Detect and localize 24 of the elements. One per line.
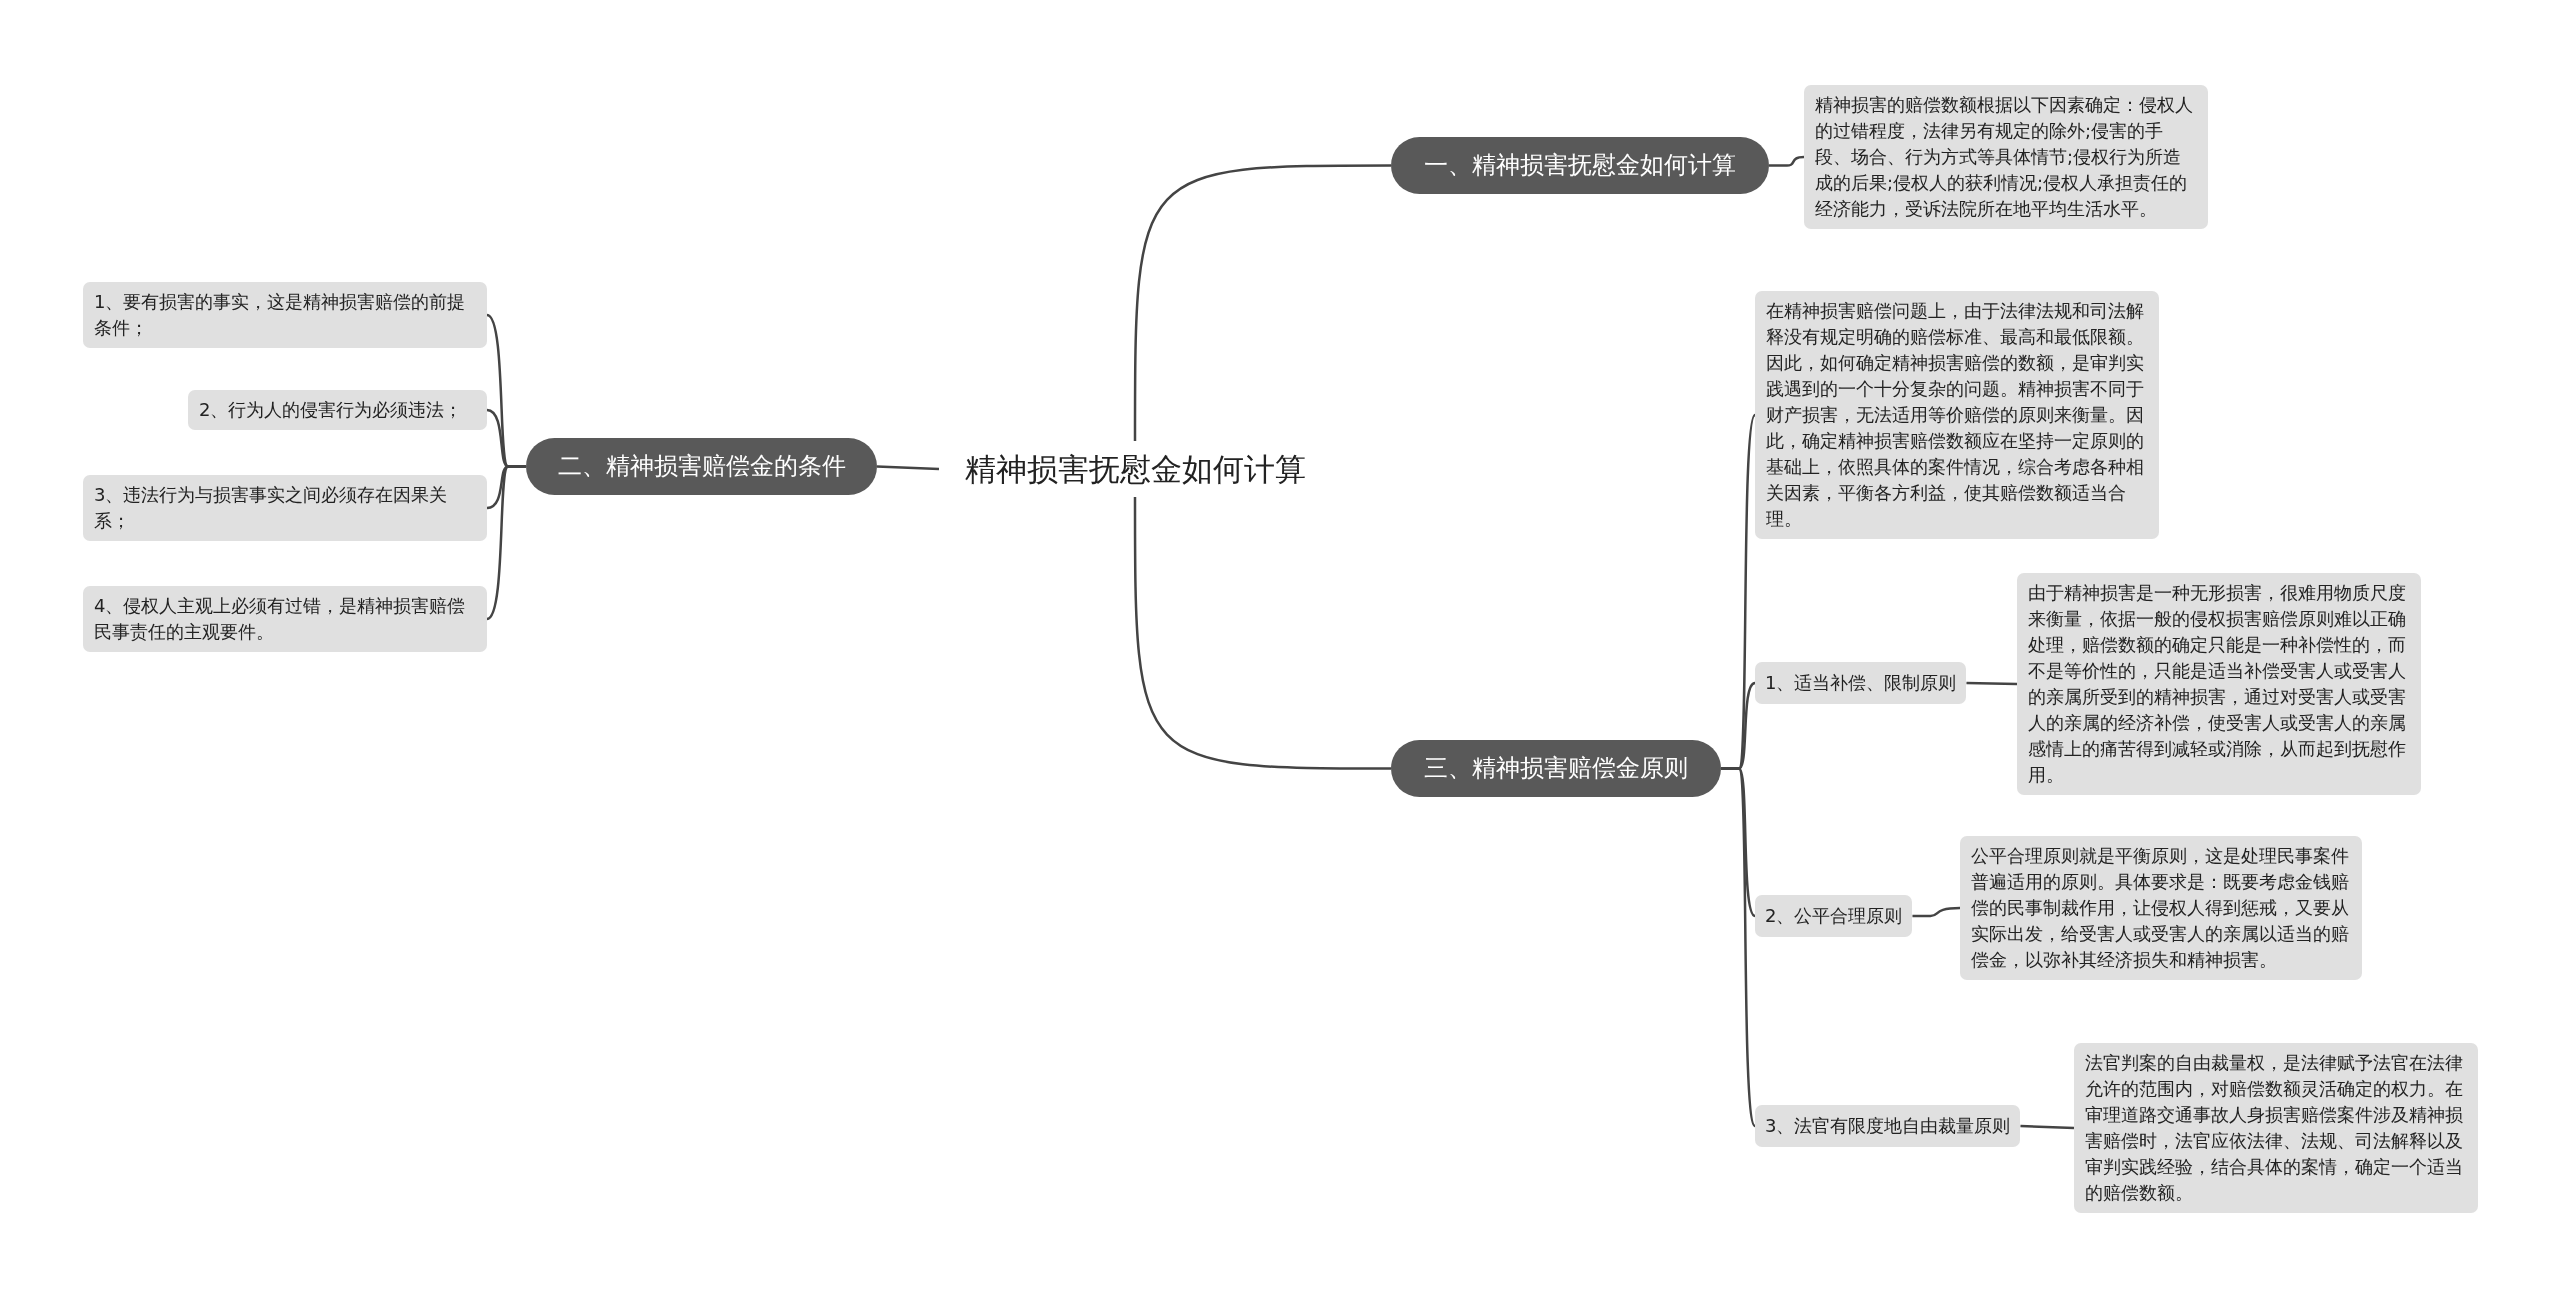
text-box: 公平合理原则就是平衡原则，这是处理民事案件普遍适用的原则。具体要求是：既要考虑金钱赔偿的民事制裁作用，让侵权人得到惩戒，又要从实际出发，给受害人或受害人的亲属以适当的赔偿金，以弥补其经济损失和精神损害。 [1960, 836, 2362, 980]
connector-line [486, 465, 526, 620]
text-box: 4、侵权人主观上必须有过错，是精神损害赔偿民事责任的主观要件。 [83, 586, 487, 652]
connector-line [1133, 164, 1391, 441]
connector-line [1133, 497, 1391, 770]
text-box: 精神损害的赔偿数额根据以下因素确定：侵权人的过错程度，法律另有规定的除外;侵害的手段、场合、行为方式等具体情节;侵权行为所造成的后果;侵权人的获利情况;侵权人承担责任的经济能力，受诉法院所在地平均生活水平。 [1804, 85, 2208, 229]
text-box: 在精神损害赔偿问题上，由于法律法规和司法解释没有规定明确的赔偿标准、最高和最低限额。因此，如何确定精神损害赔偿的数额，是审判实践遇到的一个十分复杂的问题。精神损害不同于财产损害，无法适用等价赔偿的原则来衡量。因此，确定精神损害赔偿数额应在坚持一定原则的基础上，依照具体的案件情况，综合考虑各种相关因素，平衡各方利益，使其赔偿数额适当合理。 [1755, 291, 2159, 539]
subtopic-box: 2、公平合理原则 [1755, 895, 1913, 937]
subtopic-box: 3、法官有限度地自由裁量原则 [1755, 1105, 2021, 1147]
subtopic-box: 1、适当补偿、限制原则 [1755, 662, 1967, 704]
text-box: 2、行为人的侵害行为必须违法； [188, 390, 487, 430]
text-box: 法官判案的自由裁量权，是法律赋予法官在法律允许的范围内，对赔偿数额灵活确定的权力。在审理道路交通事故人身损害赔偿案件涉及精神损害赔偿时，法官应依法律、法规、司法解释以及审判实践经验，结合具体的案情，确定一个适当的赔偿数额。 [2074, 1043, 2478, 1213]
connector-line [1966, 681, 2018, 686]
connector-line [876, 465, 940, 471]
connector-line [1721, 767, 1757, 1127]
topic-pill: 二、精神损害赔偿金的条件 [526, 438, 877, 495]
connector-line [2020, 1124, 2075, 1130]
connector-line [1769, 155, 1805, 167]
topic-pill: 一、精神损害抚慰金如何计算 [1391, 137, 1769, 194]
text-box: 1、要有损害的事实，这是精神损害赔偿的前提条件； [83, 282, 487, 348]
connector-line [1912, 906, 1961, 918]
text-box: 3、违法行为与损害事实之间必须存在因果关系； [83, 475, 487, 541]
text-box: 由于精神损害是一种无形损害，很难用物质尺度来衡量，依据一般的侵权损害赔偿原则难以正确处理，赔偿数额的确定只能是一种补偿性的，而不是等价性的，只能是适当补偿受害人或受害人的亲属所受到的精神损害，通过对受害人或受害人的亲属的经济补偿，使受害人或受害人的亲属感情上的痛苦得到减轻或消除，从而起到抚慰作用。 [2017, 573, 2421, 795]
topic-pill: 三、精神损害赔偿金原则 [1391, 740, 1721, 797]
